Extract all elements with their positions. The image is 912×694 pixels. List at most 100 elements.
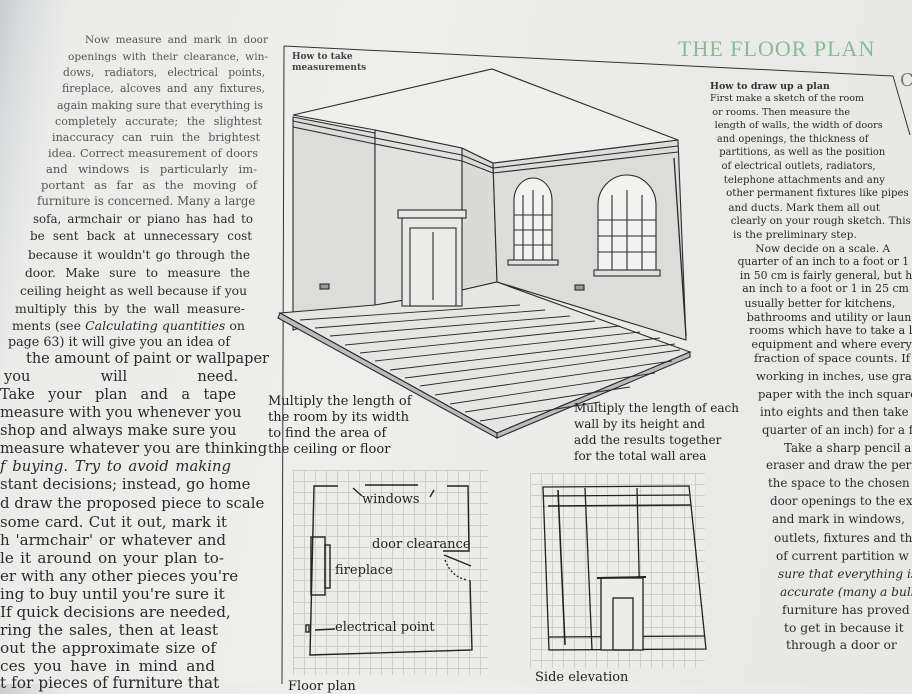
caption-line: to find the area of <box>268 426 387 441</box>
left-column-line: the amount of paint or wallpaper <box>26 351 269 367</box>
page-title: THE FLOOR PLAN <box>678 36 876 61</box>
right-column-line: is the preliminary step. <box>733 229 857 241</box>
right-column-line: rooms which have to take a l <box>749 324 912 338</box>
left-column-line: furniture is concerned. Many a large <box>37 194 256 208</box>
left-column-line: dows, radiators, electrical points, <box>63 66 265 79</box>
caption-line: Multiply the length of each <box>574 401 739 415</box>
caption-line: the ceiling or floor <box>268 442 391 457</box>
label-fireplace: fireplace <box>335 563 393 578</box>
right-column-line: and ducts. Mark them all out <box>728 201 880 214</box>
right-column-line: paper with the inch square <box>758 386 912 401</box>
left-column-line: because it wouldn't go through the <box>28 248 250 262</box>
right-column-line: and openings, the thickness of <box>716 133 869 145</box>
left-column-line: idea. Correct measurement of doors <box>48 147 258 160</box>
right-column-line: First make a sketch of the room <box>710 93 864 104</box>
left-column-line: fireplace, alcoves and any fixtures, <box>62 82 265 95</box>
heading-line: measurements <box>292 63 367 73</box>
frame-right <box>892 75 911 136</box>
right-column-line: fraction of space counts. If <box>754 351 911 365</box>
right-column-line: Take a sharp pencil an <box>784 440 912 455</box>
right-column-line: and mark in windows, <box>772 512 905 527</box>
left-column-line: door. Make sure to measure the <box>25 266 250 280</box>
right-column-line: into eights and then take t <box>760 404 912 419</box>
right-column-line: door openings to the ex <box>770 494 912 509</box>
right-column-line: partitions, as well as the position <box>719 147 886 159</box>
side-elevation-caption: Side elevation <box>535 670 629 685</box>
right-column-line: bathrooms and utility or laund <box>746 310 912 324</box>
caption-line: wall by its height and <box>574 417 706 431</box>
left-column-line: Now measure and mark in door <box>85 34 268 46</box>
left-column-line: ceiling height as well because if you <box>20 284 247 298</box>
left-column-line: and windows is particularly im- <box>46 162 257 176</box>
left-column-line: h 'armchair' or whatever and <box>0 531 226 549</box>
left-column-line: measure with you whenever you <box>0 404 242 421</box>
right-column-line: equipment and where every <box>751 337 912 351</box>
illustration-heading: How to take measurements <box>292 52 366 74</box>
heading-line: How to take <box>292 52 353 62</box>
right-column-line: an inch to a foot or 1 in 25 cm <box>742 282 909 296</box>
left-column-line: inaccuracy can ruin the brightest <box>52 131 260 144</box>
left-column-line: ing to buy until you're sure it <box>0 585 225 603</box>
right-column-line: Now decide on a scale. A <box>755 242 891 255</box>
edge-letter: C <box>900 70 912 91</box>
window-right <box>593 174 661 277</box>
left-column-line: multiply this by the wall measure- <box>15 301 245 316</box>
window-left <box>507 177 559 266</box>
right-column-line: accurate (many a bull <box>780 584 912 599</box>
left-column-line: completely accurate; the slightest <box>55 115 262 128</box>
left-column-line: again making sure that everything is <box>57 99 263 112</box>
right-column-line: usually better for kitchens, <box>744 297 896 310</box>
right-column-line: or rooms. Then measure the <box>712 106 851 118</box>
right-column-line: in 50 cm is fairly general, but ha <box>739 268 912 282</box>
right-column-line: the space to the chosen <box>768 476 910 491</box>
right-column-line: telephone attachments and any <box>723 174 885 186</box>
left-column-line: If quick decisions are needed, <box>0 603 231 621</box>
right-column-line: clearly on your rough sketch. This <box>730 215 911 228</box>
socket-right <box>574 284 585 291</box>
left-column-line: f buying. Try to avoid making <box>0 458 231 475</box>
left-column-line: measure whatever you are thinking <box>0 440 268 457</box>
left-column-line: out the approximate size of <box>0 639 216 657</box>
right-column-line: outlets, fixtures and th <box>774 531 912 545</box>
left-column-line: page 63) it will give you an idea of <box>8 334 231 349</box>
floor-plan-caption: Floor plan <box>288 679 356 694</box>
left-column-line: stant decisions; instead, go home <box>0 476 251 493</box>
frame-top <box>283 45 894 77</box>
socket-left <box>319 283 330 290</box>
right-column-line: quarter of an inch to a foot or 1 <box>737 255 910 269</box>
left-column-line: ments (see Calculating quantities on <box>12 318 245 333</box>
left-column-line: some card. Cut it out, mark it <box>0 513 227 531</box>
right-column-line: eraser and draw the peri <box>766 458 912 473</box>
left-column-line: be sent back at unnecessary cost <box>30 229 252 243</box>
right-column-line: of current partition w <box>776 548 909 563</box>
caption-line: add the results together <box>574 433 722 447</box>
left-column-line: d draw the proposed piece to scale <box>0 494 265 512</box>
left-column-line: portant as far as the moving of <box>41 178 257 192</box>
left-column-line: ring the sales, then at least <box>0 621 218 639</box>
right-column-heading: How to draw up a plan <box>710 81 830 92</box>
left-column-line: le it around on your plan to- <box>0 549 224 567</box>
left-column-line: Take your plan and a tape <box>0 386 236 403</box>
left-column-line: openings with their clearance, win- <box>68 51 268 63</box>
right-column-line: length of walls, the width of doors <box>714 120 883 132</box>
right-column-line: sure that everything is <box>778 566 912 581</box>
label-door-clearance: door clearance <box>372 537 471 552</box>
right-column-line: furniture has proved <box>782 602 910 617</box>
caption-line: for the total wall area <box>574 449 707 463</box>
left-column-line: ces you have in mind and <box>0 657 215 675</box>
caption-line: Multiply the length of <box>268 394 412 409</box>
right-column-line: quarter of an inch) for a f <box>762 422 912 437</box>
left-column-line: sofa, armchair or piano has had to <box>33 212 253 226</box>
left-column-line: shop and always make sure you <box>0 422 237 439</box>
right-column-line: to get in because it <box>784 620 904 635</box>
caption-wall-area: Multiply the length of each wall by its h… <box>574 400 739 464</box>
label-electrical-point: electrical point <box>335 620 435 635</box>
right-column-line: other permanent fixtures like pipes <box>726 188 909 200</box>
caption-line: the room by its width <box>268 410 409 425</box>
right-column-line: working in inches, use grap <box>756 368 912 383</box>
label-windows: windows <box>362 492 420 507</box>
right-column-line: through a door or <box>786 638 897 653</box>
left-column-line: er with any other pieces you're <box>0 567 239 585</box>
